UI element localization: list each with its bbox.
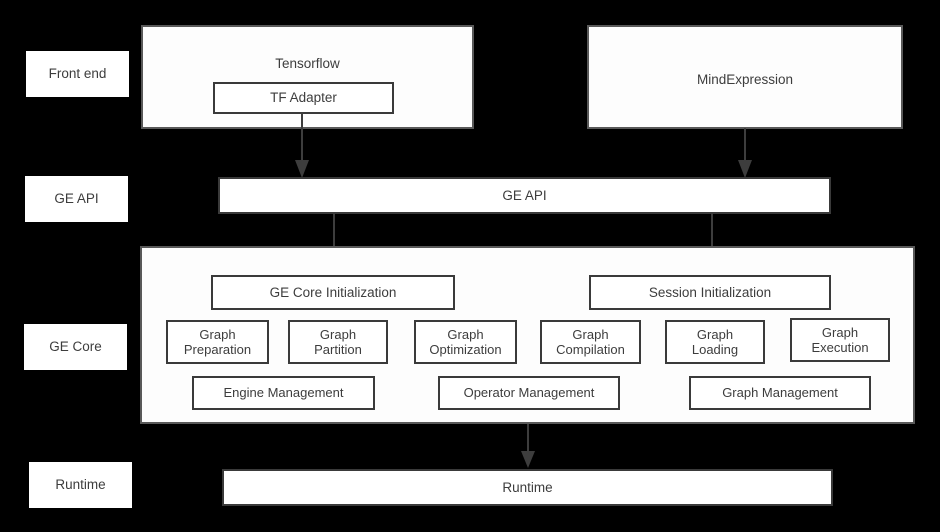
stage-graph-loading[interactable]: Graph Loading	[665, 320, 765, 364]
stage-graph-loading-label: Graph Loading	[691, 326, 739, 357]
graph-management-box[interactable]: Graph Management	[689, 376, 871, 410]
ge-core-initialization-box[interactable]: GE Core Initialization	[211, 275, 455, 310]
ge-api-bar-label: GE API	[502, 187, 547, 203]
runtime-bar[interactable]: Runtime	[222, 469, 833, 506]
stage-graph-optimization[interactable]: Graph Optimization	[414, 320, 517, 364]
session-initialization-label: Session Initialization	[648, 284, 772, 300]
tier-label-ge-core-text: GE Core	[49, 339, 102, 355]
session-initialization-box[interactable]: Session Initialization	[589, 275, 831, 310]
stage-graph-partition[interactable]: Graph Partition	[288, 320, 388, 364]
arrow-ge-core-to-runtime	[521, 424, 535, 468]
arrow-mindexpression-to-ge-api	[738, 128, 752, 178]
stage-graph-preparation-label: Graph Preparation	[183, 326, 252, 357]
stage-graph-preparation[interactable]: Graph Preparation	[166, 320, 269, 364]
stage-graph-optimization-label: Graph Optimization	[429, 326, 502, 357]
engine-management-label: Engine Management	[223, 385, 344, 401]
tier-label-runtime: Runtime	[29, 462, 132, 508]
operator-management-box[interactable]: Operator Management	[438, 376, 620, 410]
tier-label-ge-core: GE Core	[24, 324, 127, 370]
stage-graph-partition-label: Graph Partition	[314, 326, 362, 357]
graph-management-label: Graph Management	[722, 385, 838, 401]
stage-graph-compilation-label: Graph Compilation	[556, 326, 625, 357]
stage-graph-compilation[interactable]: Graph Compilation	[540, 320, 641, 364]
ge-api-bar[interactable]: GE API	[218, 177, 831, 214]
tier-label-front-end-text: Front end	[48, 66, 107, 82]
ge-core-initialization-label: GE Core Initialization	[269, 284, 397, 300]
tier-label-ge-api: GE API	[25, 176, 128, 222]
tier-label-runtime-text: Runtime	[55, 477, 106, 493]
engine-management-box[interactable]: Engine Management	[192, 376, 375, 410]
runtime-bar-label: Runtime	[502, 479, 553, 495]
tier-label-ge-api-text: GE API	[54, 191, 99, 207]
arrow-tf-adapter-to-ge-api	[295, 112, 309, 178]
tensorflow-title: Tensorflow	[275, 56, 340, 71]
tf-adapter-box[interactable]: TF Adapter	[213, 82, 394, 114]
stage-graph-execution[interactable]: Graph Execution	[790, 318, 890, 362]
mindexpression-panel: MindExpression	[587, 25, 903, 129]
stage-graph-execution-label: Graph Execution	[811, 324, 869, 355]
mindexpression-title: MindExpression	[696, 72, 794, 87]
operator-management-label: Operator Management	[463, 385, 595, 401]
tf-adapter-label: TF Adapter	[270, 90, 337, 106]
tier-label-front-end: Front end	[26, 51, 129, 97]
